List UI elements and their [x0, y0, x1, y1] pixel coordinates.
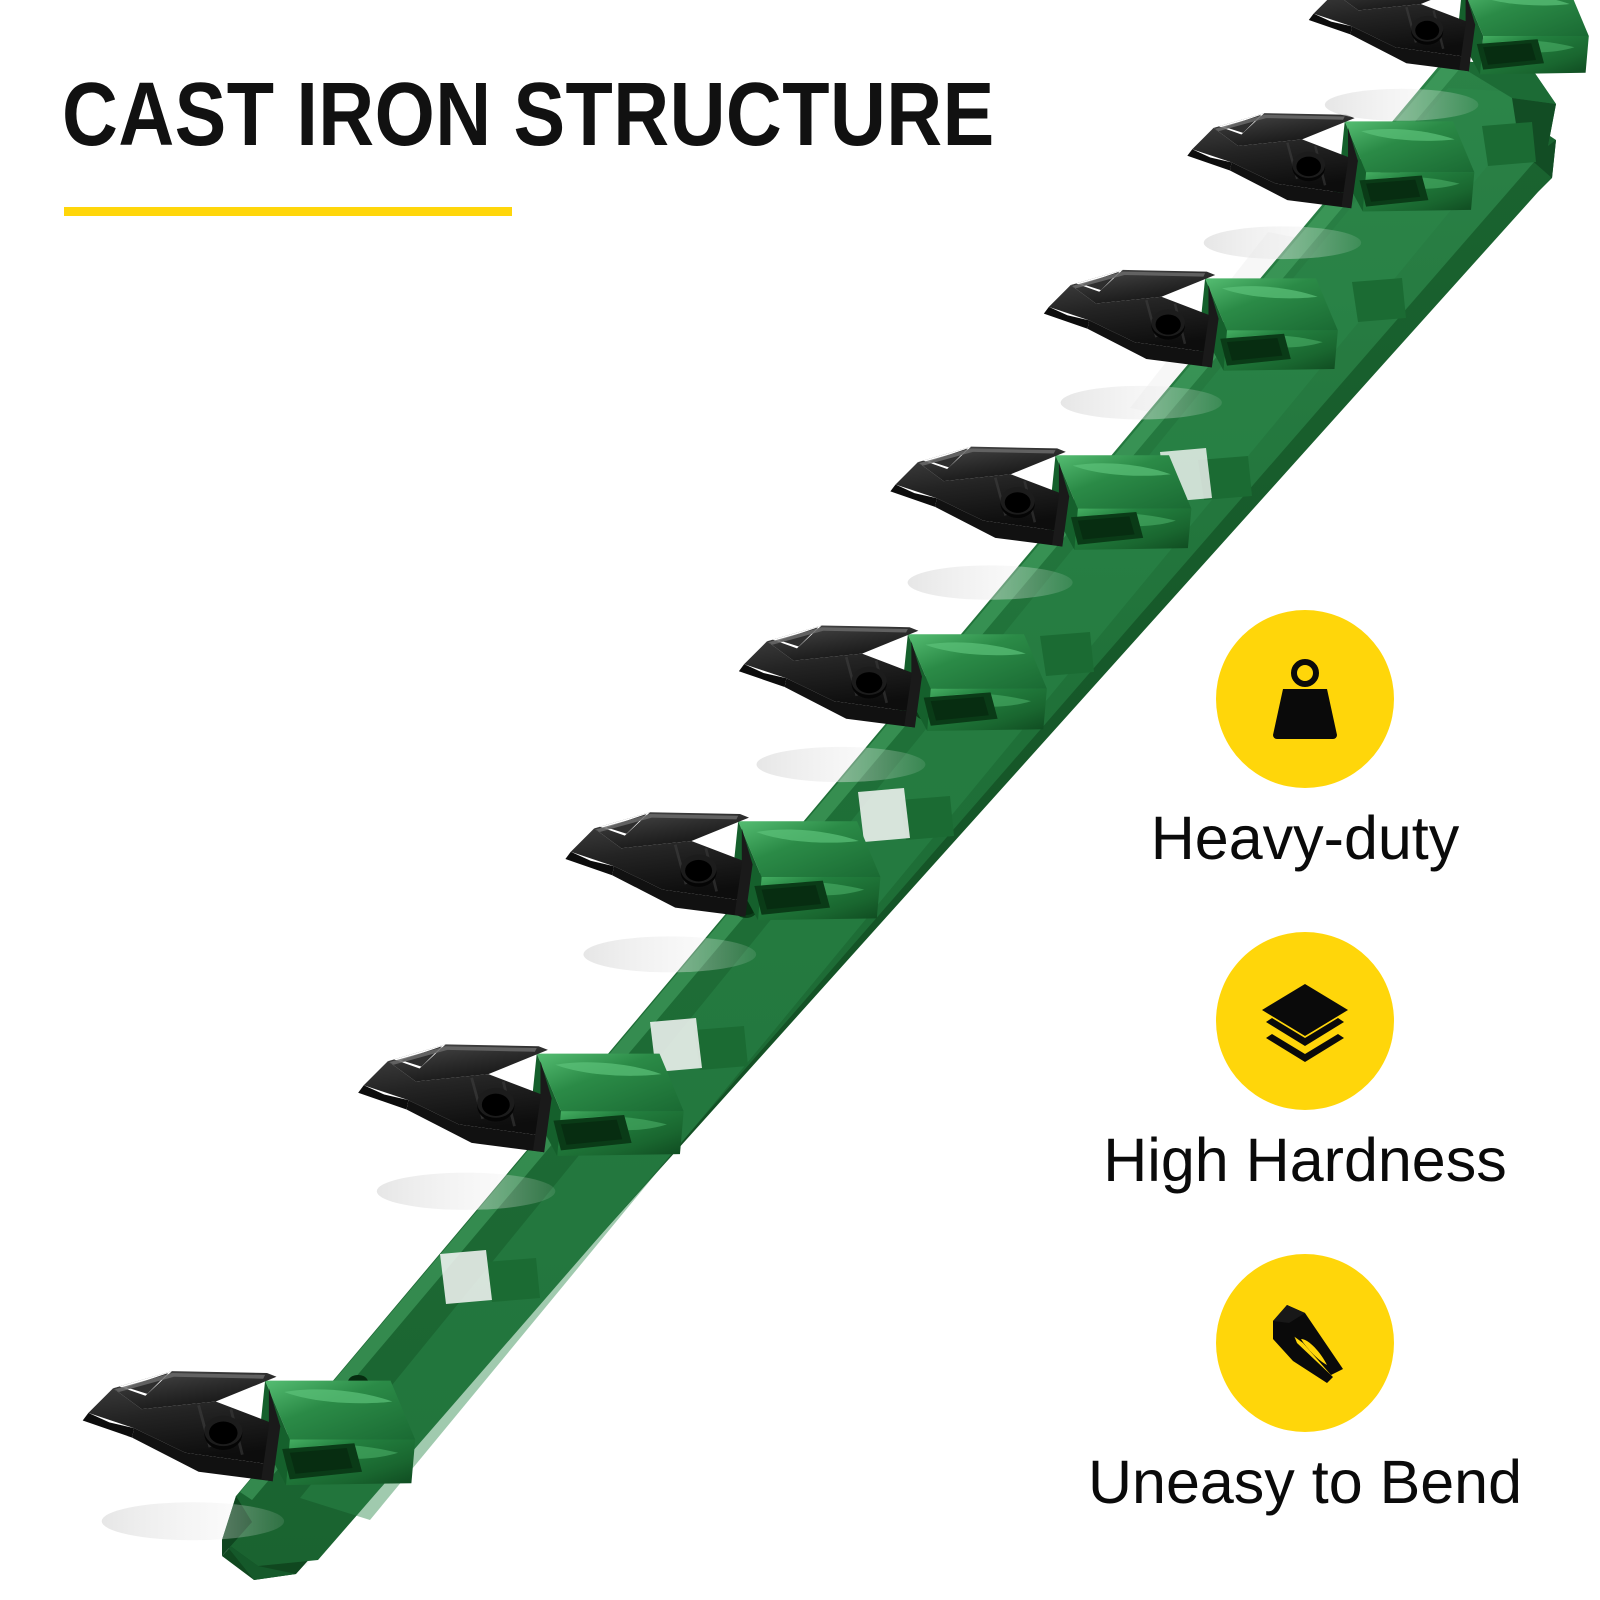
layers-icon: [1262, 984, 1348, 1062]
feature-label-0: Heavy-duty: [1150, 804, 1460, 872]
tooth-4: [737, 624, 1049, 784]
feature-uneasy-to-bend: Uneasy to Bend: [1020, 1254, 1590, 1515]
tooth-8: [1307, 0, 1591, 123]
tooth-2: [356, 1042, 686, 1212]
feature-high-hardness: High Hardness: [1020, 932, 1590, 1193]
feature-badge-2: [1216, 1254, 1394, 1432]
tooth-3: [564, 810, 882, 974]
tooth-5: [889, 445, 1193, 602]
page-title: CAST IRON STRUCTURE: [62, 65, 995, 165]
feature-label-1: High Hardness: [1103, 1126, 1507, 1194]
tooth-6: [1042, 268, 1340, 421]
bucket-tooth-icon: [1273, 1305, 1343, 1383]
feature-badge-0: [1216, 610, 1394, 788]
feature-heavy-duty: Heavy-duty: [1020, 610, 1590, 871]
tooth-1: [81, 1369, 417, 1542]
tooth-7: [1186, 111, 1476, 261]
title-underline-accent: [64, 207, 512, 216]
feature-label-2: Uneasy to Bend: [1087, 1448, 1523, 1516]
weight-icon: [1273, 659, 1337, 739]
feature-badge-1: [1216, 932, 1394, 1110]
